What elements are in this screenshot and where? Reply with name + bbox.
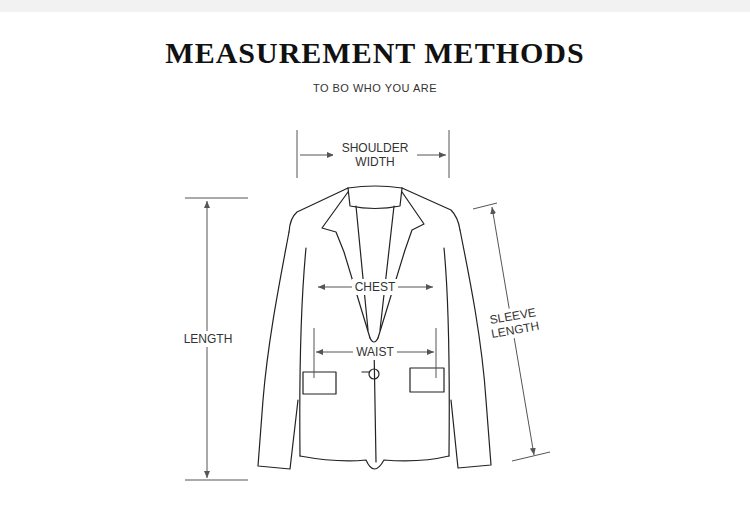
dimension-label: LENGTH — [181, 331, 236, 347]
dimension-label: WAIST — [353, 344, 397, 360]
dimension-label: CHEST — [352, 279, 399, 295]
dimension-label: SLEEVE LENGTH — [481, 303, 547, 343]
subtitle: TO BO WHO YOU ARE — [310, 80, 440, 96]
page-title: MEASUREMENT METHODS — [0, 36, 750, 70]
dimension-label: SHOULDER WIDTH — [333, 140, 417, 170]
top-band — [0, 0, 750, 12]
